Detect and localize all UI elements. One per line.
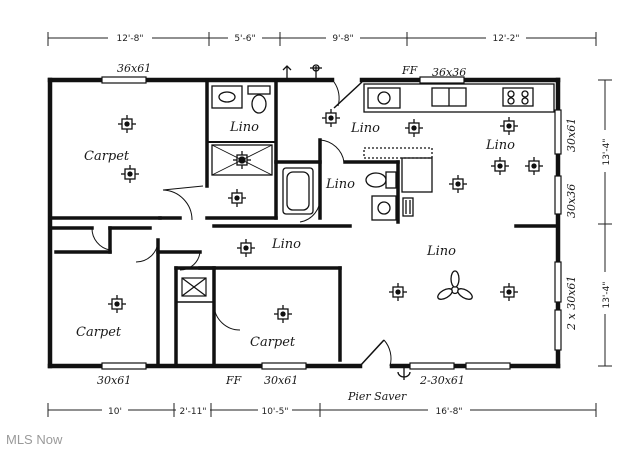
light-fixture-icon	[449, 175, 467, 193]
cabinet-icon	[402, 197, 414, 217]
window-label-w5: 2 x 30x61	[565, 276, 578, 331]
pier-saver-note: Pier Saver	[347, 390, 407, 403]
light-fixture-icon	[274, 305, 292, 323]
light-fixture-icon	[491, 157, 509, 175]
exterior-faucets	[282, 64, 411, 380]
room-label-bath2: Lino	[325, 177, 355, 192]
light-fixture-icon	[228, 189, 246, 207]
mls-watermark: MLS Now	[6, 432, 63, 447]
dishwasher-icon	[401, 157, 433, 193]
room-label-kitchen: Lino	[485, 138, 515, 153]
window-label-w8: 2-30x61	[419, 374, 465, 387]
room-label-bedroom2: Carpet	[76, 325, 122, 340]
interior-walls	[48, 78, 560, 368]
top-dim-1: 12'-8"	[116, 34, 143, 44]
window-label-w4: 30x36	[565, 184, 578, 218]
laundry-fixtures	[282, 167, 314, 215]
window-label-w7: 30x61	[264, 374, 298, 387]
light-fixture-icon	[405, 119, 423, 137]
top-dim-3: 9'-8"	[332, 34, 353, 44]
bottom-dimension-line	[47, 403, 597, 417]
light-fixture-icon	[233, 151, 251, 169]
window-label-w3: 30x61	[565, 118, 578, 152]
light-fixture-icon	[500, 283, 518, 301]
top-dim-2: 5'-6"	[234, 34, 255, 44]
room-label-laundry: Lino	[350, 121, 380, 136]
room-label-bedroom1: Carpet	[84, 149, 130, 164]
bottom-dim-1: 10'	[108, 407, 122, 417]
top-dim-4: 12'-2"	[492, 34, 519, 44]
windows	[101, 76, 562, 370]
bottom-dim-2: 2'-11"	[179, 407, 206, 417]
ff-label-top: FF	[401, 64, 418, 77]
interior-doors	[91, 139, 345, 331]
bath2-fixtures	[365, 171, 414, 221]
window-label-w2: 36x36	[432, 66, 466, 79]
light-fixture-icon	[389, 283, 407, 301]
bottom-dim-3: 10'-5"	[261, 407, 288, 417]
light-fixture-icon	[322, 109, 340, 127]
right-dim-2: 13'-4"	[602, 281, 612, 308]
right-dim-1: 13'-4"	[602, 138, 612, 165]
toilet-tank-icon	[247, 85, 271, 95]
light-fixture-icon	[500, 117, 518, 135]
light-fixture-icon	[525, 157, 543, 175]
range-icon	[502, 87, 534, 107]
toilet-icon	[365, 172, 387, 188]
room-label-hall: Lino	[271, 237, 301, 252]
linen-closet	[181, 277, 207, 297]
light-fixture-icon	[121, 165, 139, 183]
kitchen-fixtures	[363, 83, 555, 193]
room-label-bedroom3: Carpet	[250, 335, 296, 350]
sink-icon	[371, 195, 397, 221]
toilet-icon	[251, 94, 267, 114]
window-label-w1: 36x61	[117, 62, 151, 75]
bath1-fixtures	[211, 85, 273, 176]
ff-label-bottom: FF	[225, 374, 242, 387]
light-fixture-icon	[118, 115, 136, 133]
window-label-w6: 30x61	[97, 374, 131, 387]
right-dimension-line	[598, 79, 612, 367]
light-fixtures	[108, 109, 543, 323]
room-label-living: Lino	[426, 244, 456, 259]
ceiling-fan-icon	[437, 270, 473, 300]
bottom-dim-4: 16'-8"	[435, 407, 462, 417]
light-fixture-icon	[108, 295, 126, 313]
front-entry-door	[333, 81, 392, 367]
room-label-bath1: Lino	[229, 120, 259, 135]
light-fixture-icon	[237, 239, 255, 257]
